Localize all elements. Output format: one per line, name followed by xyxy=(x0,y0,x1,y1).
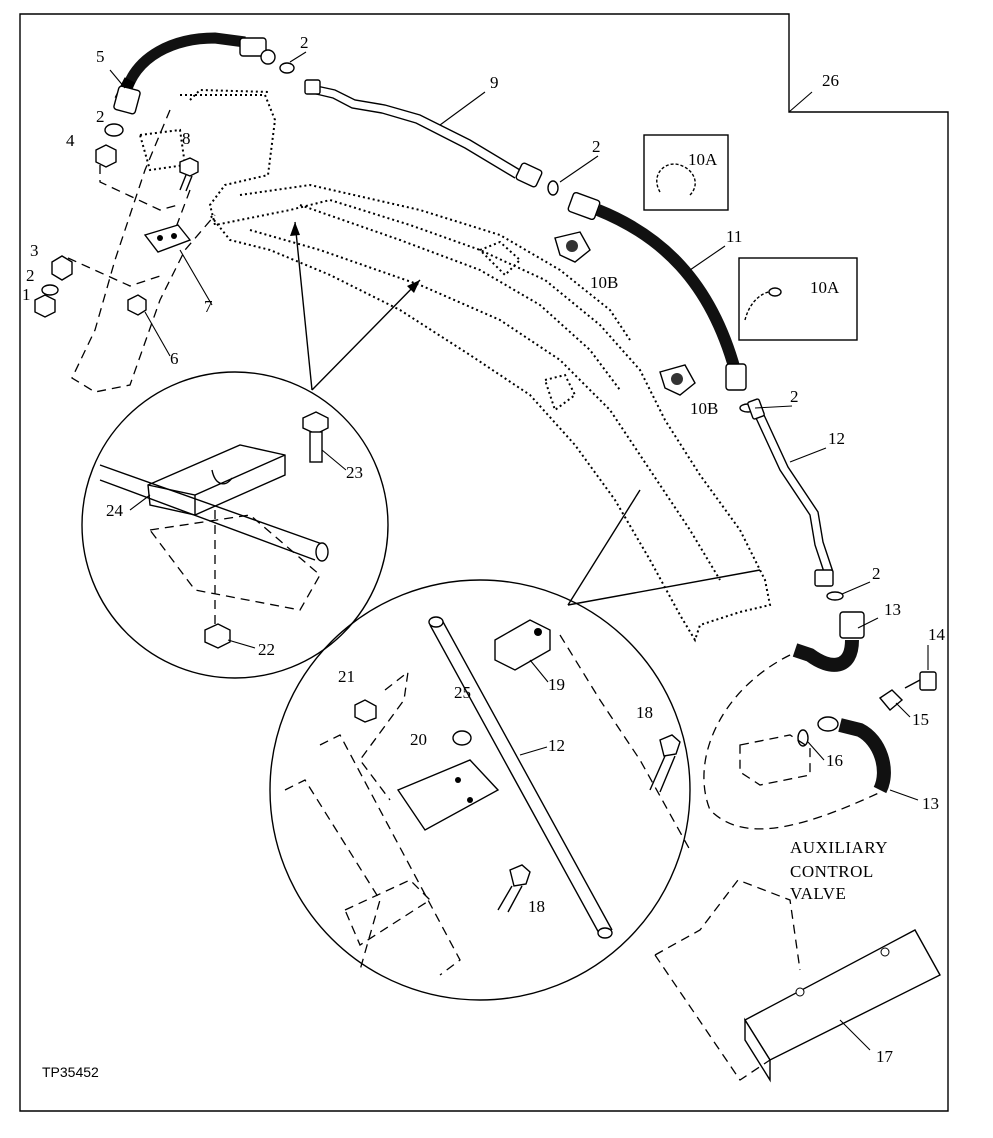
callout-12: 12 xyxy=(828,429,845,448)
bolt-icon xyxy=(497,864,531,913)
callout-14: 14 xyxy=(928,625,946,644)
callout-26: 26 xyxy=(822,71,839,90)
callout-21: 21 xyxy=(338,667,355,686)
callout-2: 2 xyxy=(790,387,799,406)
leader-8 xyxy=(174,189,191,231)
clip-icon xyxy=(878,689,904,711)
bracket-outline xyxy=(344,879,432,946)
callout-7: 7 xyxy=(204,297,213,316)
callout-17: 17 xyxy=(876,1047,894,1066)
tube-end-icon xyxy=(597,927,613,939)
callout-1: 1 xyxy=(22,285,31,304)
callout-19: 19 xyxy=(548,675,565,694)
clamp-icon xyxy=(494,619,551,671)
callout-15: 15 xyxy=(912,710,929,729)
detail-circle-right xyxy=(269,579,691,1001)
note-line-1: AUXILIARY xyxy=(790,838,888,857)
callout-3: 3 xyxy=(30,241,39,260)
leader-21 xyxy=(359,670,409,801)
note-line-3: VALVE xyxy=(790,884,846,903)
pointer-left-a xyxy=(294,221,313,391)
callout-13: 13 xyxy=(884,600,901,619)
detail-circle-left xyxy=(81,371,389,679)
callout-20: 20 xyxy=(410,730,427,749)
note-line-2: CONTROL xyxy=(790,862,874,881)
callout-2: 2 xyxy=(96,107,105,126)
tube-9-section xyxy=(99,464,326,561)
hose-icon xyxy=(792,611,865,672)
callout-23: 23 xyxy=(346,463,363,482)
figure-id: TP35452 xyxy=(42,1064,99,1080)
washer-icon xyxy=(452,730,472,746)
callout-16: 16 xyxy=(826,751,843,770)
callout-5: 5 xyxy=(96,47,105,66)
o-ring-icon xyxy=(826,591,844,601)
leader-26 xyxy=(788,91,813,113)
callout-18: 18 xyxy=(636,703,653,722)
hose-icon xyxy=(567,191,747,391)
callout-9: 9 xyxy=(490,73,499,92)
nut-icon xyxy=(204,623,231,649)
callout-leaders xyxy=(109,51,929,1051)
callout-2: 2 xyxy=(592,137,601,156)
clamp-plate-icon xyxy=(396,759,500,831)
clamp-plate-icon xyxy=(143,224,192,253)
mount-plate-outline xyxy=(71,109,216,393)
pointer-right-a xyxy=(567,489,641,606)
o-ring-icon xyxy=(547,180,559,196)
callout-2: 2 xyxy=(26,266,35,285)
callout-11: 11 xyxy=(726,227,742,246)
clamp-icon xyxy=(147,444,286,516)
nut-icon xyxy=(354,699,377,723)
leader-4 xyxy=(99,165,179,211)
clamp-10a-box-2 xyxy=(738,257,858,341)
bolt-icon xyxy=(302,411,329,463)
boom-section-outline xyxy=(284,779,381,971)
callout-2: 2 xyxy=(300,33,309,52)
clamp-icon xyxy=(554,231,696,396)
callout-25: 25 xyxy=(454,683,471,702)
callout-13: 13 xyxy=(922,794,939,813)
tube-icon xyxy=(304,79,543,188)
hose-icon xyxy=(817,716,891,794)
hose-icon xyxy=(113,32,276,115)
callout-10b: 10B xyxy=(690,399,718,418)
callout-10a: 10A xyxy=(810,278,840,297)
callout-4: 4 xyxy=(66,131,75,150)
callout-10a: 10A xyxy=(688,150,718,169)
bolt-icon xyxy=(649,734,681,793)
leader-3 xyxy=(67,257,161,287)
bolt-icon xyxy=(179,157,199,192)
bolt-icon xyxy=(904,671,937,691)
callout-22: 22 xyxy=(258,640,275,659)
clamp-lower-outline xyxy=(148,514,321,611)
callout-8: 8 xyxy=(182,129,191,148)
callout-18: 18 xyxy=(528,897,545,916)
valve-block-outline xyxy=(739,734,811,786)
callout-12: 12 xyxy=(548,736,565,755)
pointer-right-b xyxy=(567,569,761,606)
callout-6: 6 xyxy=(170,349,179,368)
tube-end-icon xyxy=(315,542,329,562)
bracket-17-outline xyxy=(654,879,801,1081)
clamp-10a-box-1 xyxy=(643,134,729,211)
bracket-icon xyxy=(744,929,941,1083)
dashed-hose-route xyxy=(703,654,886,830)
boom-section-outline-2 xyxy=(319,734,461,976)
tube-12-section xyxy=(429,619,613,936)
clamp-icon xyxy=(768,287,782,297)
boom-icon xyxy=(138,88,772,643)
tube-end-icon xyxy=(428,616,444,628)
callout-24: 24 xyxy=(106,501,124,520)
tube-icon xyxy=(747,398,834,587)
drawing-border xyxy=(19,13,949,1112)
clamp-icon xyxy=(656,163,696,196)
o-ring-icon xyxy=(279,62,295,74)
pointer-left-b xyxy=(311,279,421,391)
callout-10b: 10B xyxy=(590,273,618,292)
callout-2: 2 xyxy=(872,564,881,583)
nut-icon xyxy=(34,123,147,318)
leader-18 xyxy=(559,634,691,851)
